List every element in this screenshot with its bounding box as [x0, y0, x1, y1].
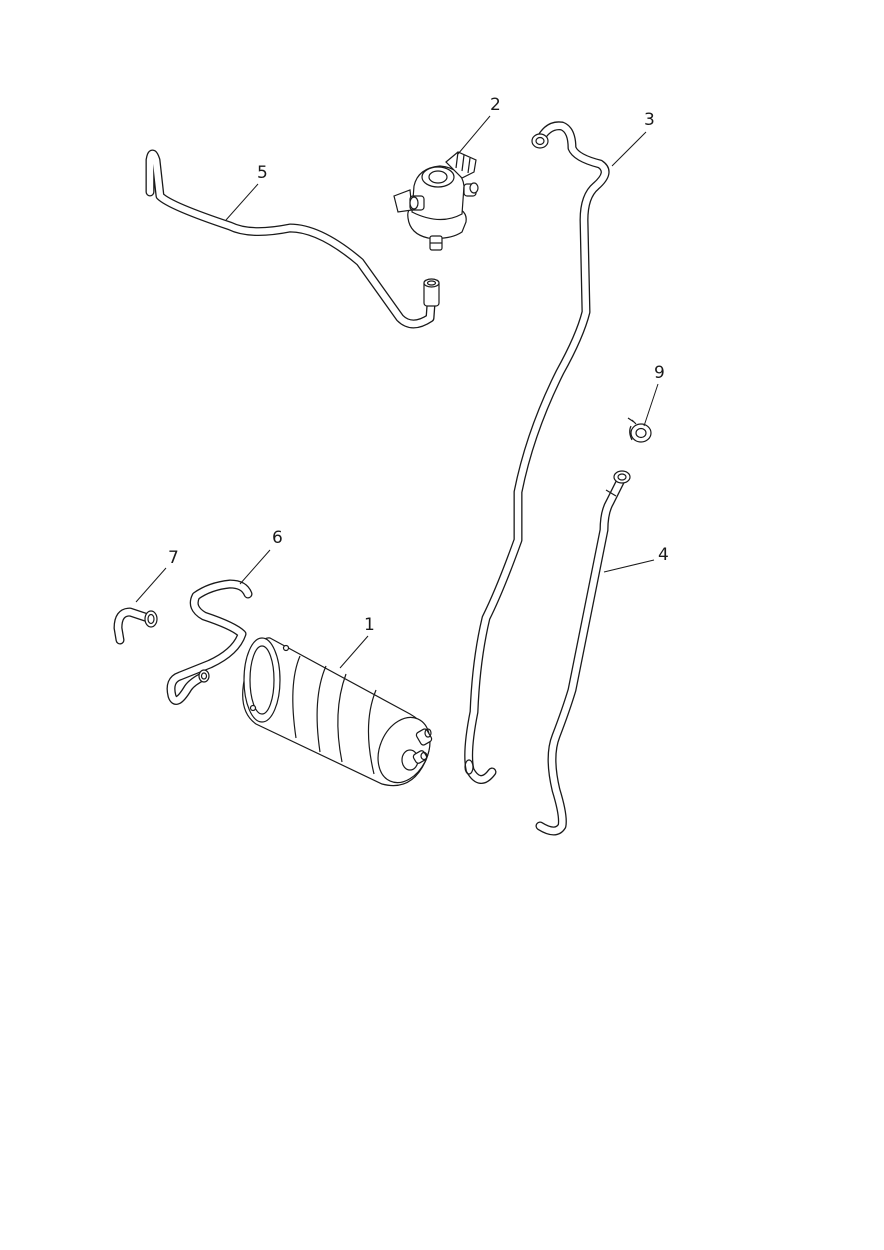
callout-3-label: 3 [644, 110, 655, 130]
part-4-hose[interactable] [535, 470, 631, 836]
callout-2-label: 2 [490, 95, 501, 115]
callout-7: 7 [135, 548, 179, 603]
part-3-hose[interactable] [464, 121, 610, 784]
callout-1-label: 1 [364, 615, 375, 635]
callout-7-label: 7 [168, 548, 179, 568]
callout-9: 9 [643, 363, 665, 427]
callout-6-label: 6 [272, 528, 283, 548]
part-5-hose[interactable] [145, 149, 440, 329]
callout-2: 2 [457, 95, 501, 155]
callout-3: 3 [611, 110, 655, 167]
part-1-canister[interactable] [242, 637, 440, 791]
callout-4-label: 4 [658, 545, 669, 565]
callout-5-label: 5 [257, 163, 268, 183]
part-2-purge-valve[interactable] [393, 151, 479, 251]
callout-6: 6 [239, 528, 283, 585]
callout-5: 5 [225, 163, 268, 221]
callout-9-label: 9 [654, 363, 665, 383]
part-7-elbow-hose[interactable] [113, 607, 158, 645]
part-9-hose-clip[interactable] [627, 417, 652, 443]
part-6-hose[interactable] [166, 579, 253, 705]
callout-1: 1 [339, 615, 375, 669]
callout-4: 4 [603, 545, 669, 573]
